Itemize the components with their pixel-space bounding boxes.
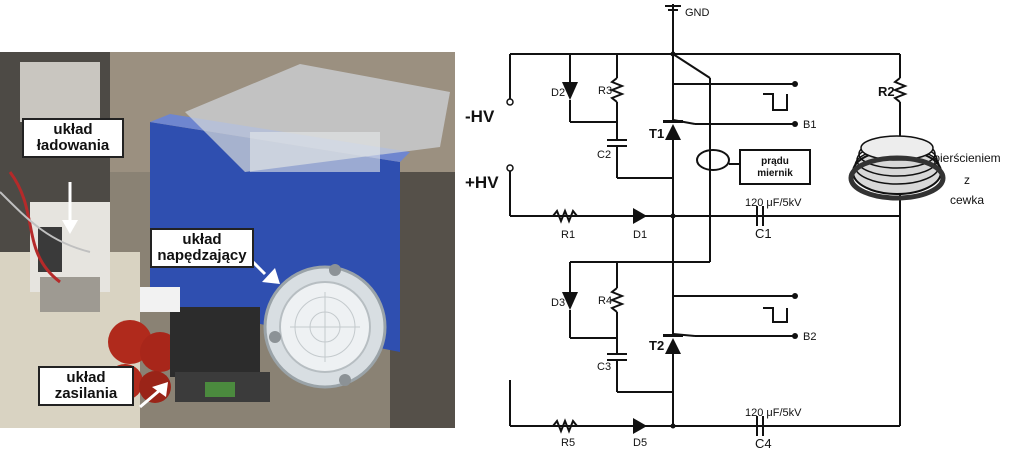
callout-driving-line2: napędzający [157, 247, 247, 264]
callout-charging-unit: układ ładowania [22, 118, 124, 158]
label-b1: B1 [803, 119, 816, 131]
label-c4: C4 [755, 436, 772, 451]
callout-power-unit: układ zasilania [38, 366, 134, 406]
circuit-schematic: GND -HV +HV R1 R2 R3 R4 R5 D1 D2 D3 D5 C… [465, 4, 1001, 451]
coil-label-line3: pierścieniem [933, 151, 1000, 165]
label-minus-hv: -HV [465, 107, 495, 126]
meter-label-line2: prądu [761, 156, 789, 167]
callout-power-line2: zasilania [54, 385, 118, 402]
label-r3: R3 [598, 85, 612, 97]
callout-driving-line1: układ [182, 231, 222, 248]
label-d1: D1 [633, 229, 647, 241]
coil-label-line1: cewka [950, 193, 984, 207]
label-b2: B2 [803, 331, 816, 343]
label-d2: D2 [551, 87, 565, 99]
label-r4: R4 [598, 295, 612, 307]
label-t2: T2 [649, 338, 664, 353]
callout-driving-unit: układ napędzający [150, 228, 254, 268]
label-t1: T1 [649, 126, 664, 141]
coil-with-ring [848, 135, 946, 201]
meter-label-line1: miernik [757, 168, 793, 179]
label-d3: D3 [551, 297, 565, 309]
apparatus-photo: układ ładowania układ napędzający układ … [0, 52, 455, 428]
coil-label-line2: z [964, 173, 970, 187]
label-d5: D5 [633, 437, 647, 449]
label-plus-hv: +HV [465, 173, 499, 192]
label-c3: C3 [597, 361, 611, 373]
label-gnd: GND [685, 7, 710, 19]
label-r1: R1 [561, 229, 575, 241]
label-c2: C2 [597, 149, 611, 161]
label-r5: R5 [561, 437, 575, 449]
callout-power-line1: układ [66, 369, 106, 386]
label-cap-rating-1: 120 μF/5kV [745, 197, 802, 209]
label-cap-rating-2: 120 μF/5kV [745, 407, 802, 419]
label-c1: C1 [755, 226, 772, 241]
callout-charging-line2: ładowania [36, 137, 110, 154]
callout-charging-line1: układ [53, 121, 93, 138]
label-r2: R2 [878, 84, 895, 99]
